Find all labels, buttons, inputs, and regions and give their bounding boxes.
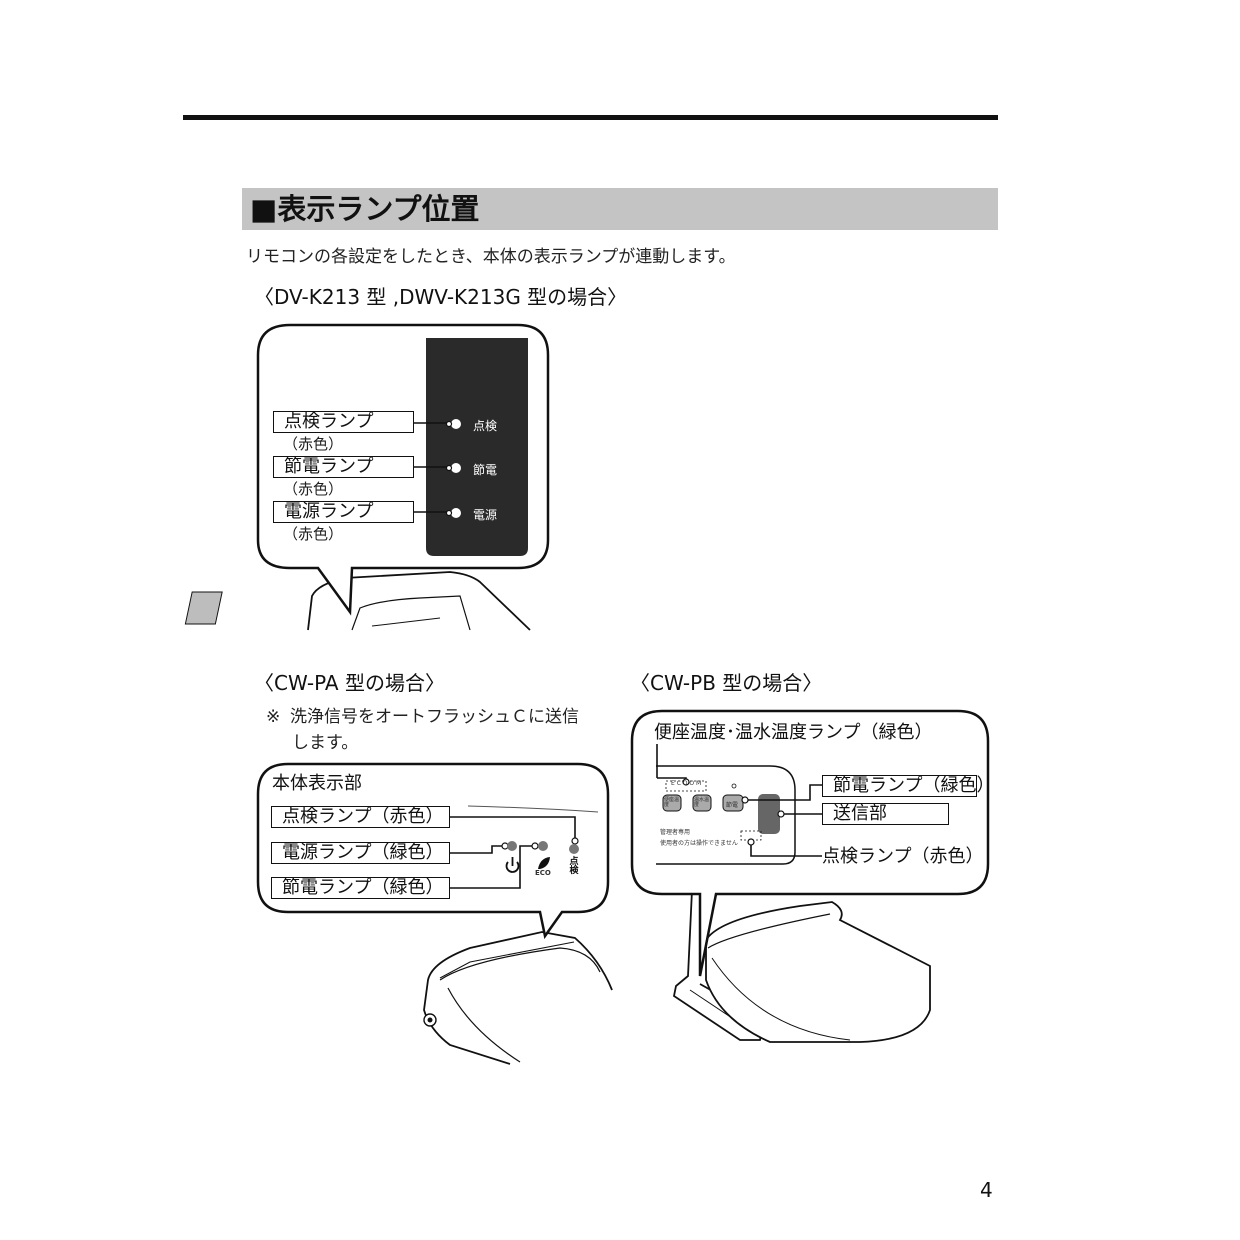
dv-power-lamp: [451, 508, 461, 518]
pa-eco-lamp: [538, 841, 548, 851]
pa-check-text: 点検: [569, 857, 579, 876]
pa-note: ※ 洗浄信号をオートフラッシュＣに送信 します。: [266, 704, 611, 756]
pb-water-temp-text: 温水温度: [694, 797, 710, 808]
seat-temp-button: [662, 794, 682, 812]
pb-admin-text: 管理者専用: [660, 829, 691, 836]
water-temp-button: [692, 794, 712, 812]
pa-power-lamp: [507, 841, 517, 851]
page-number: 4: [980, 1178, 993, 1202]
transmitter: [758, 794, 780, 834]
pb-transmitter-label: 送信部: [822, 803, 949, 825]
pa-power-lamp-label: 電源ランプ（緑色）: [271, 842, 450, 864]
dv-panel-check: 点検: [473, 419, 498, 433]
pa-check-lamp: [569, 844, 579, 854]
pb-check-lamp-label: 点検ランプ（赤色）: [822, 846, 984, 867]
pa-check-lamp-label: 点検ランプ（赤色）: [271, 806, 450, 828]
section-title: ■表示ランプ位置: [250, 192, 480, 226]
note-line-2: します。: [292, 733, 359, 753]
pb-dial-text: E C O O M: [671, 780, 702, 787]
pb-eco-text: 節電: [726, 802, 739, 809]
dv-power-lamp-color: （赤色）: [283, 525, 344, 543]
dv-check-lamp-color: （赤色）: [283, 435, 344, 453]
pa-heading: 〈CW-PA 型の場合〉: [254, 671, 445, 695]
dv-check-lamp: [451, 419, 461, 429]
dv-check-lamp-label: 点検ランプ: [273, 411, 414, 433]
dv-eco-lamp-label: 節電ランプ: [273, 456, 414, 478]
pb-heading: 〈CW-PB 型の場合〉: [630, 671, 823, 695]
pb-eco-lamp-label: 節電ランプ（緑色）: [822, 775, 994, 797]
pa-eco-text: ECO: [535, 869, 551, 877]
intro-text: リモコンの各設定をしたとき、本体の表示ランプが連動します。: [246, 247, 736, 267]
note-line-1: 洗浄信号をオートフラッシュＣに送信: [290, 707, 579, 727]
pa-eco-lamp-label: 節電ランプ（緑色）: [271, 877, 450, 899]
dv-power-lamp-label: 電源ランプ: [273, 501, 414, 523]
power-icon: [505, 857, 520, 873]
section-bar: [242, 188, 998, 230]
leaf-icon: [538, 857, 550, 869]
dv-eco-lamp: [451, 463, 461, 473]
top-rule: [183, 115, 998, 120]
eco-button: [722, 794, 744, 812]
dv-panel-power: 電源: [473, 508, 498, 522]
pb-top-lamp-label: 便座温度･温水温度ランプ（緑色）: [654, 722, 933, 743]
pb-admin-note: 使用者の方は操作できません: [660, 840, 738, 847]
dv-panel-eco: 節電: [473, 463, 498, 477]
dv-heading: 〈DV-K213 型 ,DWV-K213G 型の場合〉: [254, 285, 628, 309]
pb-seat-temp-text: 便座温度: [664, 797, 680, 808]
note-mark: ※: [266, 707, 281, 727]
pa-box-title: 本体表示部: [272, 773, 362, 794]
dv-eco-lamp-color: （赤色）: [283, 480, 344, 498]
